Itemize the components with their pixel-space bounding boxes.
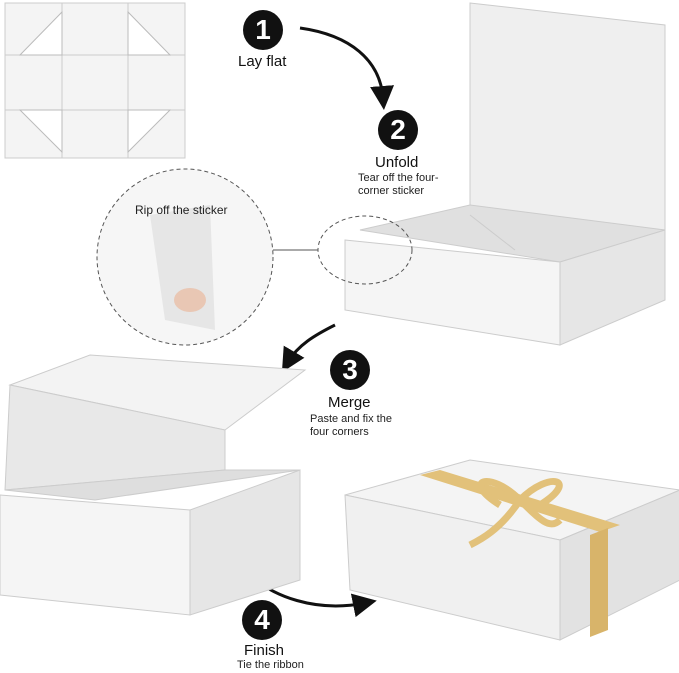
- step-3-badge: 3: [330, 350, 370, 390]
- finished-gift-box: [344, 459, 679, 641]
- step-4-subtitle: Tie the ribbon: [237, 659, 304, 671]
- step-2-badge: 2: [378, 110, 418, 150]
- step-4-badge: 4: [242, 600, 282, 640]
- step-3-title: Merge: [328, 394, 371, 411]
- step-2-subtitle: Tear off the four-corner sticker: [358, 172, 439, 197]
- arrow-1-to-2: [299, 26, 395, 110]
- flat-box-sheet: [4, 2, 186, 159]
- step-4-title: Finish: [244, 642, 285, 659]
- step-1-badge: 1: [243, 10, 283, 50]
- step-2-title: Unfold: [375, 154, 419, 171]
- callout-label: Rip off the sticker: [135, 203, 228, 217]
- step-3-subtitle: Paste and fix the four corners: [310, 413, 392, 438]
- unfolded-box: [344, 2, 666, 346]
- merged-box: [0, 354, 307, 616]
- step-1-title: Lay flat: [238, 53, 287, 70]
- arrow-2-to-3: [281, 323, 336, 373]
